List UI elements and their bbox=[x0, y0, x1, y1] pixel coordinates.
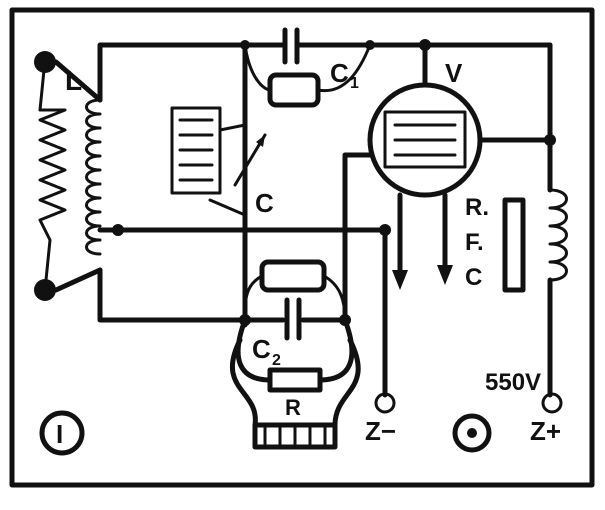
label-C2: C bbox=[252, 334, 271, 364]
capacitor-C1-body bbox=[267, 72, 321, 108]
terminal-top-left bbox=[34, 51, 56, 73]
label-neg: Z− bbox=[365, 416, 396, 446]
label-L: L bbox=[65, 65, 82, 96]
label-RFC-F: F. bbox=[465, 229, 484, 256]
label-C1-sub: 1 bbox=[350, 75, 359, 92]
label-pos: Z+ bbox=[530, 416, 561, 446]
label-V: V bbox=[445, 58, 463, 88]
inductor-L bbox=[85, 98, 102, 256]
diagram-border bbox=[9, 7, 595, 488]
rf-choke bbox=[548, 188, 568, 282]
label-R: R bbox=[285, 395, 301, 420]
capacitor-C2-body bbox=[259, 259, 327, 293]
label-badge: I bbox=[56, 419, 63, 449]
label-550V: 550V bbox=[485, 369, 541, 396]
terminal-positive bbox=[541, 392, 563, 414]
terminal-negative bbox=[374, 392, 396, 414]
badge-circle bbox=[39, 410, 85, 456]
grid-leak-block bbox=[252, 422, 338, 450]
label-C1: C bbox=[330, 58, 349, 88]
label-C2-sub: 2 bbox=[272, 352, 281, 369]
label-RFC-C: C bbox=[465, 264, 482, 291]
target-circle bbox=[452, 413, 492, 453]
terminal-bottom-left bbox=[34, 279, 56, 301]
antenna-coil bbox=[38, 58, 67, 292]
variable-capacitor-C bbox=[170, 106, 222, 195]
resistor-R bbox=[267, 367, 323, 393]
wire-top bbox=[97, 42, 278, 103]
label-RFC-R: R. bbox=[465, 194, 489, 221]
label-C: C bbox=[255, 188, 274, 218]
